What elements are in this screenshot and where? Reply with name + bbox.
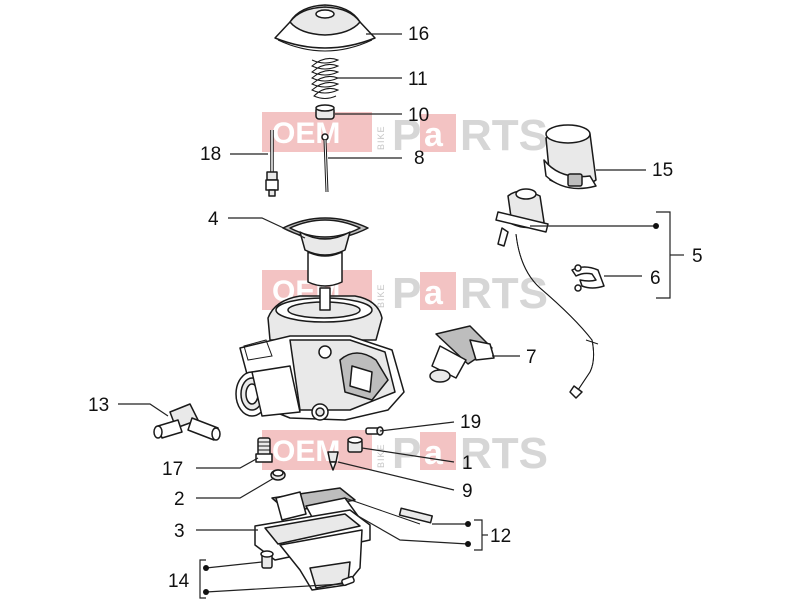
watermark-rts-text: RTS: [460, 429, 548, 478]
callout-9: 9: [462, 481, 473, 502]
callout-6: 6: [650, 268, 661, 289]
callout-labels: 16 11 10 8 18 4 15 5 6 7 13 19 1 17 9 2 …: [88, 24, 703, 592]
watermark-p-text: P: [392, 111, 421, 160]
callout-4: 4: [208, 209, 219, 230]
leader-17: [196, 457, 259, 469]
part-1-main-jet: [347, 436, 363, 453]
callout-5: 5: [692, 246, 703, 267]
callout-11: 11: [408, 69, 428, 90]
part-10-retaining-ring: [315, 104, 335, 120]
leader-14b: [205, 583, 343, 593]
part-4-diaphragm-slide: [282, 217, 369, 287]
part-6-clip: [571, 264, 605, 292]
watermark-a-text: a: [424, 274, 444, 312]
callout-13: 13: [88, 395, 109, 416]
callout-17: 17: [162, 459, 183, 480]
watermark-top: OEM BIKE P a RTS: [262, 111, 548, 160]
callout-10: 10: [408, 105, 429, 126]
callout-8: 8: [414, 148, 425, 169]
callout-16: 16: [408, 24, 429, 45]
part-2-washer: [270, 469, 286, 481]
watermark-bike-text: BIKE: [376, 283, 386, 308]
watermark-p-text: P: [392, 269, 421, 318]
leader-12b: [357, 515, 469, 545]
watermark-bike-text: BIKE: [376, 443, 386, 468]
leader-14a: [205, 561, 263, 569]
watermark-a-text: a: [424, 116, 444, 154]
watermark-rts-text: RTS: [460, 111, 548, 160]
leader-9: [337, 461, 455, 491]
part-7-intake-piece: [429, 325, 495, 383]
part-14-drain-screws: [260, 550, 355, 587]
leader-13: [118, 403, 169, 417]
callout-15: 15: [652, 160, 673, 181]
watermark-bottom: OEM BIKE P a RTS: [262, 429, 548, 478]
callout-14: 14: [168, 571, 190, 592]
leader-lines: [118, 33, 684, 599]
callout-18: 18: [200, 144, 221, 165]
part-5-choke-assembly: [495, 188, 599, 399]
part-11-spring: [311, 58, 340, 99]
bracket-12: [474, 519, 483, 551]
part-9-float-needle: [327, 451, 339, 471]
carburetor-body: [235, 287, 405, 421]
leader-1: [361, 447, 455, 463]
bracket-14: [199, 559, 206, 599]
part-8-jet-needle: [321, 133, 329, 193]
watermark-oem-text: OEM: [272, 117, 340, 150]
leader-19: [379, 421, 455, 432]
part-16-top-cover: [274, 4, 376, 52]
part-17-jet-holder: [255, 437, 273, 463]
callout-3: 3: [174, 521, 185, 542]
part-13-elbow-fitting: [153, 403, 221, 441]
leader-4: [228, 217, 306, 239]
part-18-idle-jet: [265, 130, 279, 197]
callout-12: 12: [490, 526, 511, 547]
watermark-rts-text: RTS: [460, 269, 548, 318]
callout-1: 1: [462, 453, 473, 474]
callout-7: 7: [526, 347, 537, 368]
leader-2: [196, 477, 275, 499]
part-19-screw: [365, 426, 384, 436]
watermark-bike-text: BIKE: [376, 125, 386, 150]
part-15-rubber-boot: [543, 124, 597, 190]
watermark-a-text: a: [424, 434, 444, 472]
part-3-float-bowl: [254, 509, 371, 591]
callout-2: 2: [174, 489, 185, 510]
callout-19: 19: [460, 412, 481, 433]
